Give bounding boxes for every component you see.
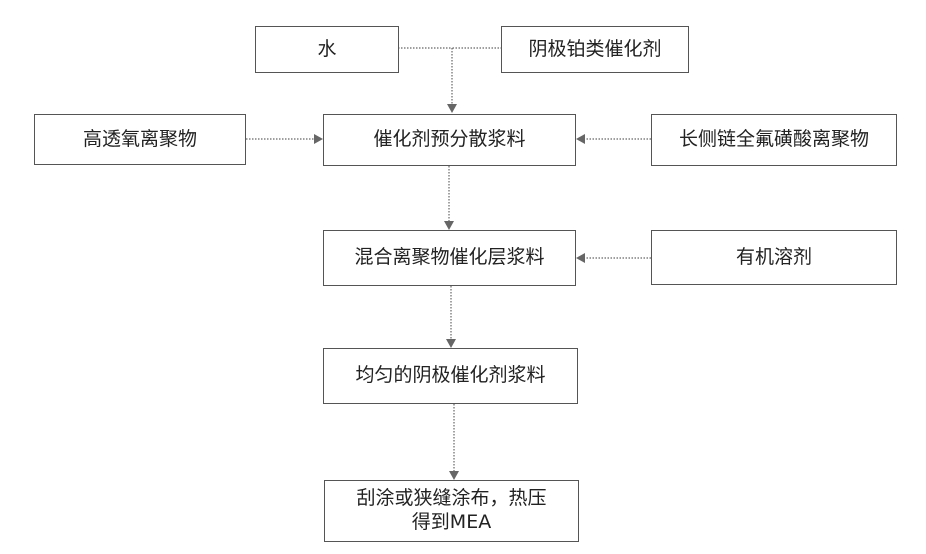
node-mixed-ionomer-catalyst-layer-slurry-label: 混合离聚物催化层浆料 [354,246,544,270]
node-water: 水 [255,26,399,73]
arrowhead-final-top [449,471,459,480]
node-final-step-line2: 得到MEA [412,511,491,535]
arrowhead-predispersion-top [447,104,457,113]
node-cathode-pt-catalyst-label: 阴极铂类催化剂 [528,38,661,62]
arrowhead-predispersion-right [576,134,585,144]
node-final-step-line1: 刮涂或狭缝涂布，热压 [356,487,546,511]
node-catalyst-predispersion-slurry: 催化剂预分散浆料 [323,114,576,166]
node-catalyst-predispersion-slurry-label: 催化剂预分散浆料 [373,128,525,152]
arrowhead-uniform-top [446,339,456,348]
node-long-side-chain-pfsa-ionomer: 长侧链全氟磺酸离聚物 [651,114,897,166]
node-long-side-chain-pfsa-ionomer-label: 长侧链全氟磺酸离聚物 [679,128,869,152]
node-uniform-cathode-catalyst-slurry-label: 均匀的阴极催化剂浆料 [355,364,545,388]
node-high-oxygen-permeable-ionomer: 高透氧离聚物 [34,114,246,165]
node-cathode-pt-catalyst: 阴极铂类催化剂 [501,26,689,73]
node-uniform-cathode-catalyst-slurry: 均匀的阴极催化剂浆料 [323,348,578,404]
arrowhead-mixed-top [444,221,454,230]
node-mixed-ionomer-catalyst-layer-slurry: 混合离聚物催化层浆料 [323,230,576,286]
node-high-oxygen-permeable-ionomer-label: 高透氧离聚物 [83,128,197,152]
arrowhead-mixed-right [576,253,585,263]
node-water-label: 水 [317,38,336,62]
node-final-step: 刮涂或狭缝涂布，热压 得到MEA [324,480,579,542]
node-organic-solvent-label: 有机溶剂 [736,246,812,270]
node-organic-solvent: 有机溶剂 [651,230,897,285]
arrowhead-predispersion-left [314,134,323,144]
